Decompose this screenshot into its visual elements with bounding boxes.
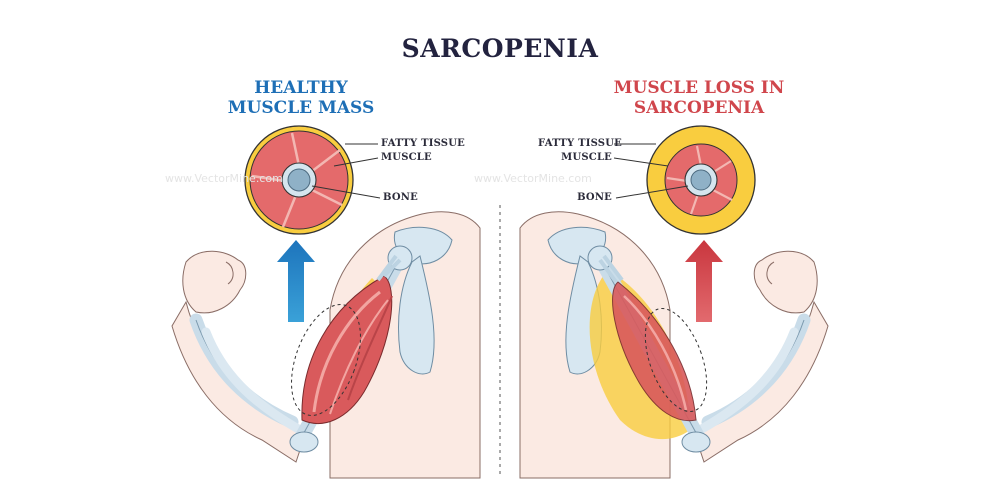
healthy-label-muscle: MUSCLE <box>381 152 432 163</box>
watermark: www.VectorMine.com <box>474 172 592 185</box>
healthy-leader-lines <box>311 143 381 199</box>
sarcopenia-label-bone: BONE <box>577 192 612 203</box>
healthy-heading-line1: HEALTHY <box>254 78 348 98</box>
healthy-cross-section <box>244 125 354 235</box>
sarcopenia-leader-lines <box>613 143 689 199</box>
healthy-heading: HEALTHY MUSCLE MASS <box>181 78 421 118</box>
healthy-arrow-icon <box>277 240 315 322</box>
healthy-label-fatty-tissue: FATTY TISSUE <box>381 138 465 149</box>
watermark: www.VectorMine.com <box>165 172 283 185</box>
healthy-heading-line2: MUSCLE MASS <box>227 98 375 118</box>
sarcopenia-cross-section <box>646 125 756 235</box>
sarcopenia-label-fatty-tissue: FATTY TISSUE <box>538 138 622 149</box>
healthy-label-bone: BONE <box>383 192 418 203</box>
healthy-arm-illustration <box>171 211 481 479</box>
sarcopenia-arrow-icon <box>685 240 723 322</box>
sarcopenia-heading-line1: MUSCLE LOSS IN <box>613 78 785 98</box>
sarcopenia-heading-line2: SARCOPENIA <box>633 98 765 118</box>
sarcopenia-heading: MUSCLE LOSS IN SARCOPENIA <box>579 78 819 118</box>
page-title: SARCOPENIA <box>401 34 599 63</box>
sarcopenia-arm-illustration <box>519 211 829 479</box>
sarcopenia-label-muscle: MUSCLE <box>561 152 612 163</box>
